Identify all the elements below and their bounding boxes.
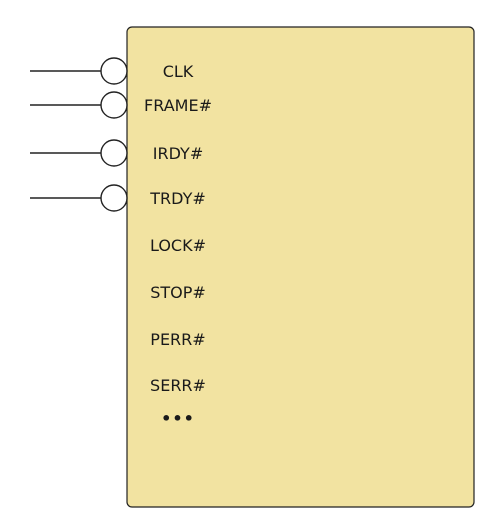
signal-label: STOP# bbox=[150, 283, 206, 302]
signal-label: IRDY# bbox=[153, 144, 203, 163]
inversion-bubble-icon bbox=[100, 91, 128, 119]
signal-label: LOCK# bbox=[150, 236, 206, 255]
signal-label: TRDY# bbox=[149, 189, 206, 208]
continuation-ellipsis: ••• bbox=[161, 409, 195, 428]
inversion-bubble-icon bbox=[100, 184, 128, 212]
signal-label: FRAME# bbox=[144, 96, 212, 115]
device-block bbox=[126, 26, 475, 508]
signal-label: SERR# bbox=[150, 376, 206, 395]
signal-label: PERR# bbox=[150, 330, 205, 349]
inversion-bubble-icon bbox=[100, 57, 128, 85]
inversion-bubble-icon bbox=[100, 139, 128, 167]
signal-label: CLK bbox=[163, 62, 194, 81]
signal-list: CLK FRAME# IRDY# TRDY# LOCK# STOP# PERR# SERR# bbox=[30, 57, 212, 395]
